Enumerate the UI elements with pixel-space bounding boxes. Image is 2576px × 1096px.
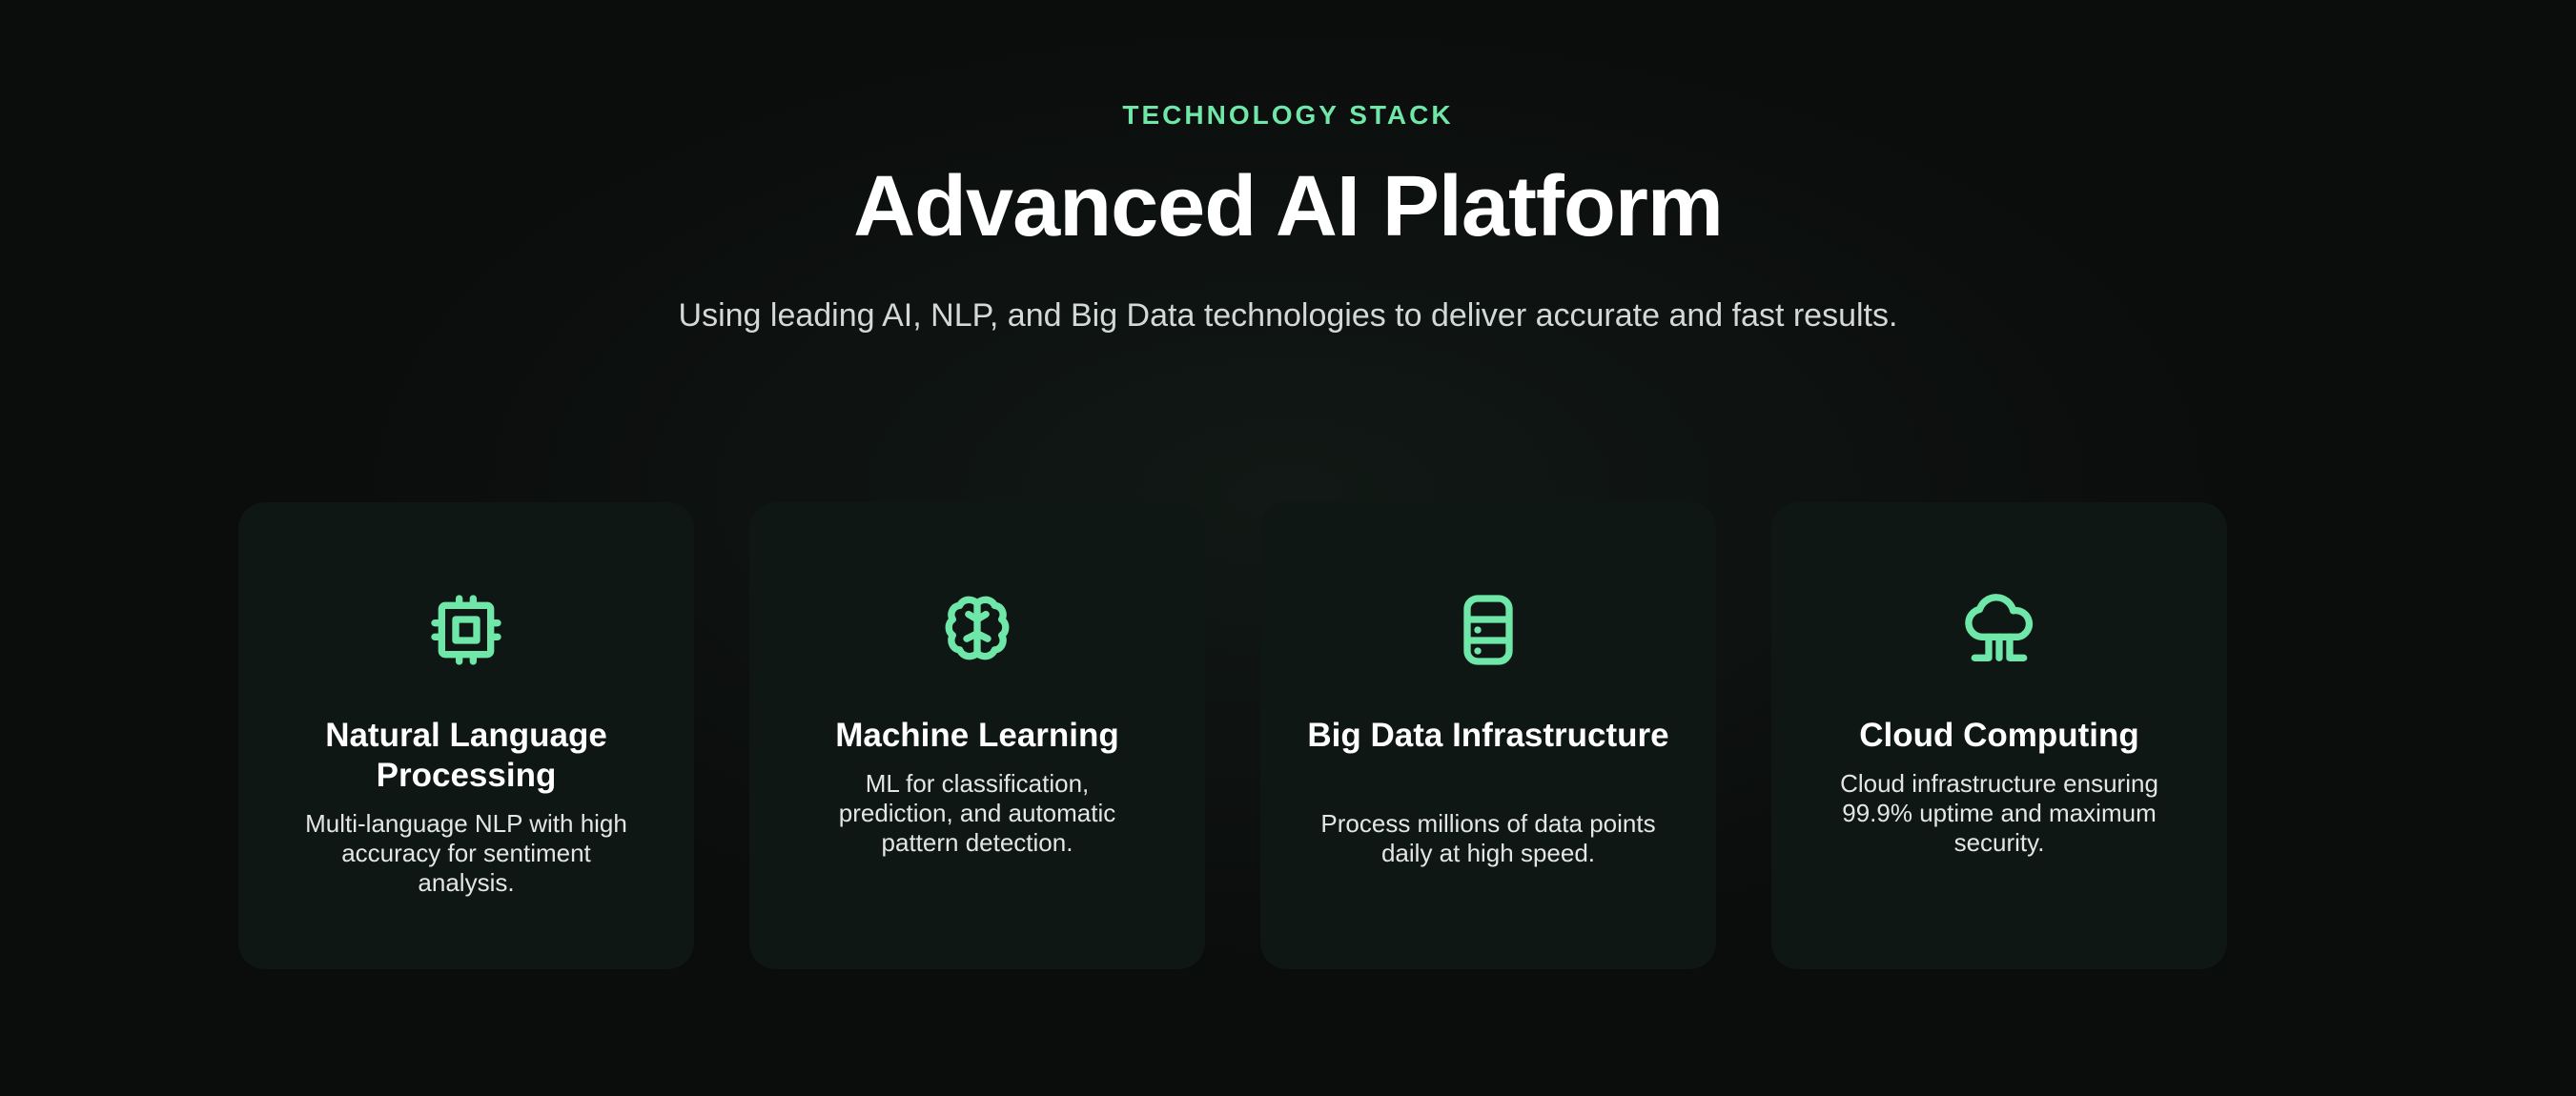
- cloud-icon: [1957, 588, 2041, 672]
- feature-card-description: Cloud infrastructure ensuring 99.9% upti…: [1840, 769, 2158, 857]
- feature-card-title: Machine Learning: [835, 717, 1119, 754]
- feature-card-title: Natural Language Processing: [325, 717, 607, 794]
- database-icon: [1446, 588, 1530, 672]
- feature-card-description: Multi-language NLP with high accuracy fo…: [305, 809, 627, 897]
- brain-icon: [935, 588, 1019, 672]
- feature-card-big-data: Big Data Infrastructure Process millions…: [1260, 502, 1716, 969]
- section-title: Advanced AI Platform: [853, 159, 1724, 254]
- feature-card-description: Process millions of data points daily at…: [1320, 809, 1656, 867]
- section-eyebrow: TECHNOLOGY STACK: [1122, 100, 1454, 130]
- feature-card-title: Cloud Computing: [1859, 717, 2139, 754]
- feature-card-ml: Machine Learning ML for classification, …: [749, 502, 1205, 969]
- cpu-chip-icon: [424, 588, 508, 672]
- feature-card-description: ML for classification, prediction, and a…: [838, 769, 1116, 857]
- feature-cards: Natural Language Processing Multi-langua…: [238, 502, 2229, 969]
- feature-card-nlp: Natural Language Processing Multi-langua…: [238, 502, 694, 969]
- feature-card-title: Big Data Infrastructure: [1307, 717, 1669, 754]
- section-subtitle: Using leading AI, NLP, and Big Data tech…: [678, 297, 1898, 334]
- feature-card-cloud: Cloud Computing Cloud infrastructure ens…: [1771, 502, 2227, 969]
